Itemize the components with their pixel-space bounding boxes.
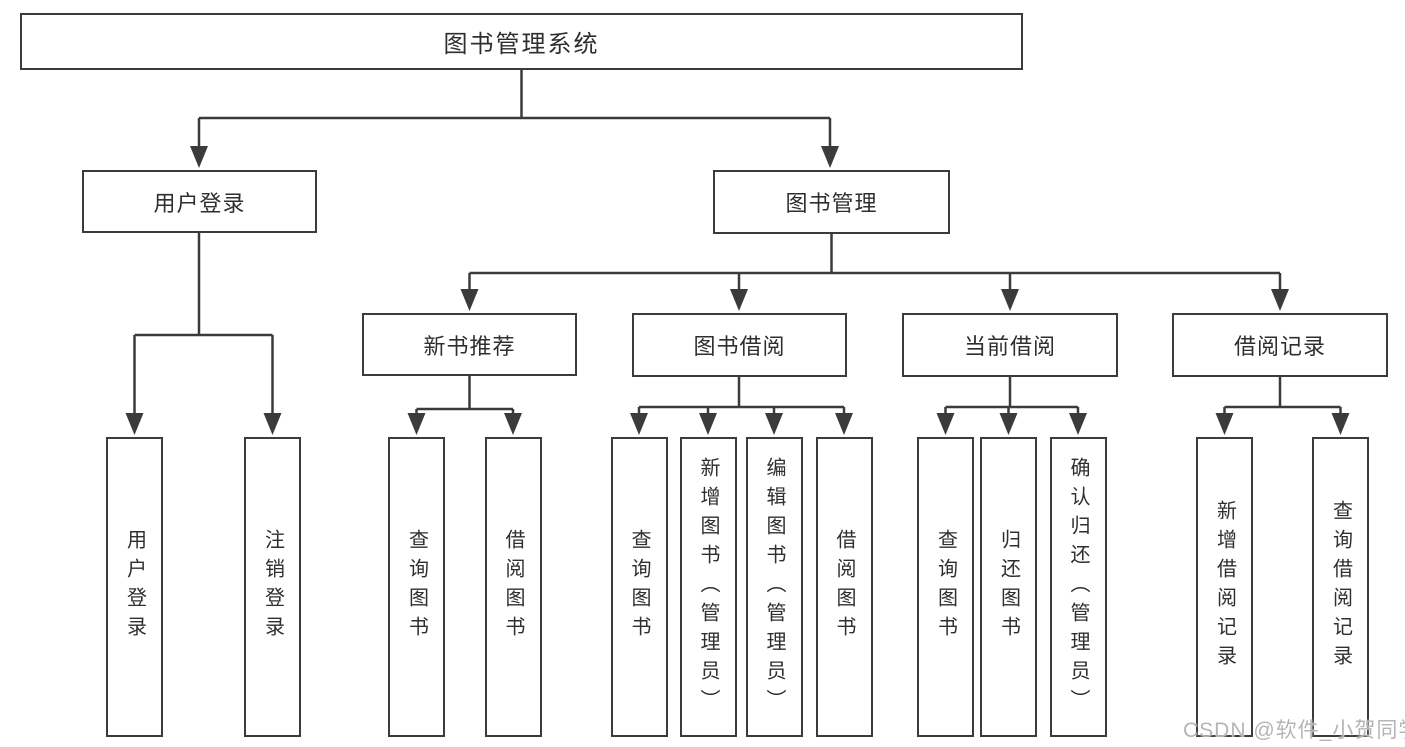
leaf-return-books: 归还图书 (980, 437, 1037, 737)
leaf-add-borrow-record: 新增借阅记录 (1196, 437, 1253, 737)
leaf-label: 用户登录 (123, 529, 146, 645)
leaf-label: 借阅图书 (502, 529, 524, 645)
node-label: 图书管理 (785, 191, 878, 216)
node-label: 用户登录 (153, 190, 246, 216)
leaf-label: 查询借阅记录 (1329, 500, 1352, 674)
connector-current-borrow-to-leaves (936, 377, 1087, 435)
node-current-borrow: 当前借阅 (902, 313, 1118, 377)
connector-borrow-records-to-leaves (1215, 377, 1350, 435)
node-user-login: 用户登录 (82, 170, 317, 233)
leaf-search-books-1: 查询图书 (388, 437, 445, 737)
csdn-watermark: CSDN @软件_小贺同学 (1183, 719, 1405, 742)
leaf-label: 编辑图书（管理员） (763, 456, 785, 718)
node-book-borrow: 图书借阅 (632, 313, 847, 377)
connector-book-borrow-to-leaves (630, 377, 853, 435)
node-label: 借阅记录 (1233, 334, 1326, 359)
node-library-management-system: 图书管理系统 (20, 13, 1023, 70)
leaf-label: 确认归还（管理员） (1067, 456, 1089, 718)
leaf-label: 新增借阅记录 (1213, 500, 1236, 674)
leaf-borrow-books-1: 借阅图书 (484, 437, 542, 737)
connector-book-mgmt-to-level3 (460, 234, 1289, 311)
leaf-edit-book-admin: 编辑图书（管理员） (745, 437, 803, 737)
node-book-management: 图书管理 (713, 170, 950, 234)
leaf-search-books-2: 查询图书 (610, 437, 668, 737)
leaf-search-borrow-record: 查询借阅记录 (1312, 437, 1369, 737)
leaf-confirm-return-admin: 确认归还（管理员） (1049, 437, 1107, 737)
leaf-user-login: 用户登录 (106, 437, 163, 737)
leaf-label: 查询图书 (934, 529, 957, 645)
connector-root-to-level2 (190, 70, 839, 168)
leaf-borrow-books-2: 借阅图书 (815, 437, 873, 737)
node-label: 图书借阅 (693, 334, 786, 359)
leaf-label: 新增图书（管理员） (697, 456, 719, 718)
node-new-book-recommend: 新书推荐 (362, 313, 577, 376)
leaf-label: 查询图书 (405, 529, 428, 645)
node-label: 图书管理系统 (443, 31, 600, 58)
leaf-label: 归还图书 (997, 529, 1020, 645)
connector-new-books-to-leaves (407, 376, 522, 435)
node-label: 新书推荐 (423, 333, 516, 359)
leaf-label: 查询图书 (628, 529, 650, 645)
leaf-search-books-3: 查询图书 (917, 437, 974, 737)
connector-user-login-to-leaves (125, 233, 282, 435)
leaf-logout: 注销登录 (244, 437, 301, 737)
leaf-add-book-admin: 新增图书（管理员） (679, 437, 737, 737)
leaf-label: 借阅图书 (833, 529, 855, 645)
node-label: 当前借阅 (963, 334, 1056, 359)
leaf-label: 注销登录 (261, 529, 284, 645)
node-borrow-records: 借阅记录 (1172, 313, 1388, 377)
